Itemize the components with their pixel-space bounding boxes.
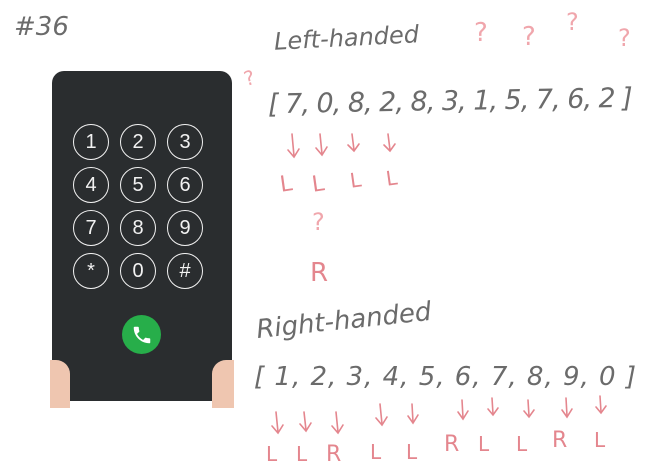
down-arrow-icon — [331, 411, 344, 435]
key-1[interactable]: 1 — [73, 124, 109, 160]
down-arrow-icon — [457, 399, 469, 421]
key-star[interactable]: * — [73, 253, 109, 289]
down-arrow-icon — [315, 133, 328, 157]
question-mark: ? — [474, 18, 488, 48]
left-thumb — [50, 360, 70, 408]
down-arrow-icon — [523, 399, 535, 419]
key-8[interactable]: 8 — [120, 210, 156, 246]
phone-keypad: 1 2 3 4 5 6 7 8 9 * 0 # — [73, 124, 213, 289]
guess-answer: R — [310, 258, 329, 288]
down-arrow-icon — [299, 411, 312, 433]
question-mark: ? — [522, 22, 536, 52]
right-answer: L — [516, 432, 528, 456]
key-2[interactable]: 2 — [120, 124, 156, 160]
right-answer: L — [406, 440, 418, 464]
key-6[interactable]: 6 — [167, 167, 203, 203]
right-thumb — [212, 360, 234, 408]
down-arrow-icon — [287, 133, 300, 159]
uncertain-mark: ? — [312, 208, 325, 236]
question-mark: ? — [618, 24, 631, 52]
key-3[interactable]: 3 — [167, 124, 203, 160]
right-answer: L — [296, 442, 308, 466]
right-answer: R — [326, 442, 342, 467]
right-answer: L — [478, 432, 490, 456]
right-answer: L — [370, 440, 382, 464]
call-button[interactable] — [122, 315, 161, 354]
down-arrow-icon — [487, 397, 499, 417]
key-5[interactable]: 5 — [120, 167, 156, 203]
right-answer: L — [594, 428, 606, 452]
down-arrow-icon — [375, 403, 388, 427]
down-arrow-icon — [561, 397, 573, 419]
key-0[interactable]: 0 — [120, 253, 156, 289]
down-arrow-icon — [383, 133, 396, 153]
key-9[interactable]: 9 — [167, 210, 203, 246]
right-handed-sequence: [ 1, 2, 3, 4, 5, 6, 7, 8, 9, 0 ] — [254, 362, 637, 392]
right-answer: R — [444, 432, 460, 457]
key-hash[interactable]: # — [167, 253, 203, 289]
down-arrow-icon — [407, 403, 419, 425]
down-arrow-icon — [271, 411, 284, 435]
down-arrow-icon — [347, 133, 360, 153]
key-4[interactable]: 4 — [73, 167, 109, 203]
right-answer: L — [266, 442, 278, 466]
page-number: #36 — [14, 12, 69, 42]
key-7[interactable]: 7 — [73, 210, 109, 246]
phone-handset-icon — [133, 326, 150, 343]
down-arrow-icon — [595, 395, 607, 415]
right-answer: R — [552, 428, 568, 453]
question-mark: ? — [566, 8, 579, 36]
